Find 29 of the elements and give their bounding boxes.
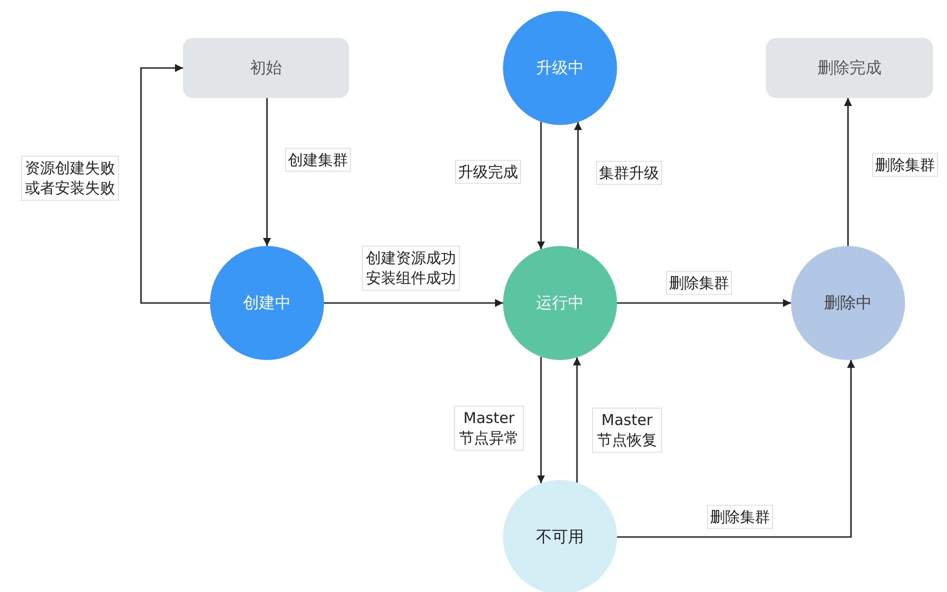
arrow bbox=[140, 64, 210, 304]
state-box bbox=[766, 38, 933, 98]
arrow bbox=[617, 299, 791, 307]
state-box bbox=[183, 38, 349, 98]
edge-label: 创建资源成功安装组件成功 bbox=[362, 246, 460, 290]
edge-label: Master 节点恢复 bbox=[592, 408, 662, 452]
edge-label: 升级完成 bbox=[455, 160, 521, 184]
edge-label: 删除集群 bbox=[666, 270, 732, 296]
arrow bbox=[537, 122, 545, 250]
state-label: 不可用 bbox=[536, 526, 584, 548]
arrow bbox=[573, 357, 581, 483]
edge-label: 创建集群 bbox=[285, 148, 351, 172]
arrow bbox=[324, 299, 503, 307]
arrow bbox=[537, 356, 545, 484]
edge-label: 资源创建失败或者安装失败 bbox=[21, 156, 119, 200]
state-label: 升级中 bbox=[536, 58, 584, 78]
edge-label: 集群升级 bbox=[596, 160, 662, 186]
state-label: 创建中 bbox=[243, 292, 291, 314]
state-label: 删除中 bbox=[824, 292, 872, 314]
edge-label: 删除集群 bbox=[707, 504, 773, 530]
edge-label: 删除集群 bbox=[872, 152, 938, 178]
state-label: 初始 bbox=[250, 58, 282, 78]
arrow bbox=[574, 122, 582, 249]
arrow bbox=[617, 360, 855, 538]
arrow bbox=[263, 98, 271, 246]
state-label: 运行中 bbox=[536, 292, 584, 314]
edge-label: Master 节点异常 bbox=[454, 406, 524, 450]
state-label: 删除完成 bbox=[818, 58, 882, 78]
arrow bbox=[844, 98, 852, 246]
